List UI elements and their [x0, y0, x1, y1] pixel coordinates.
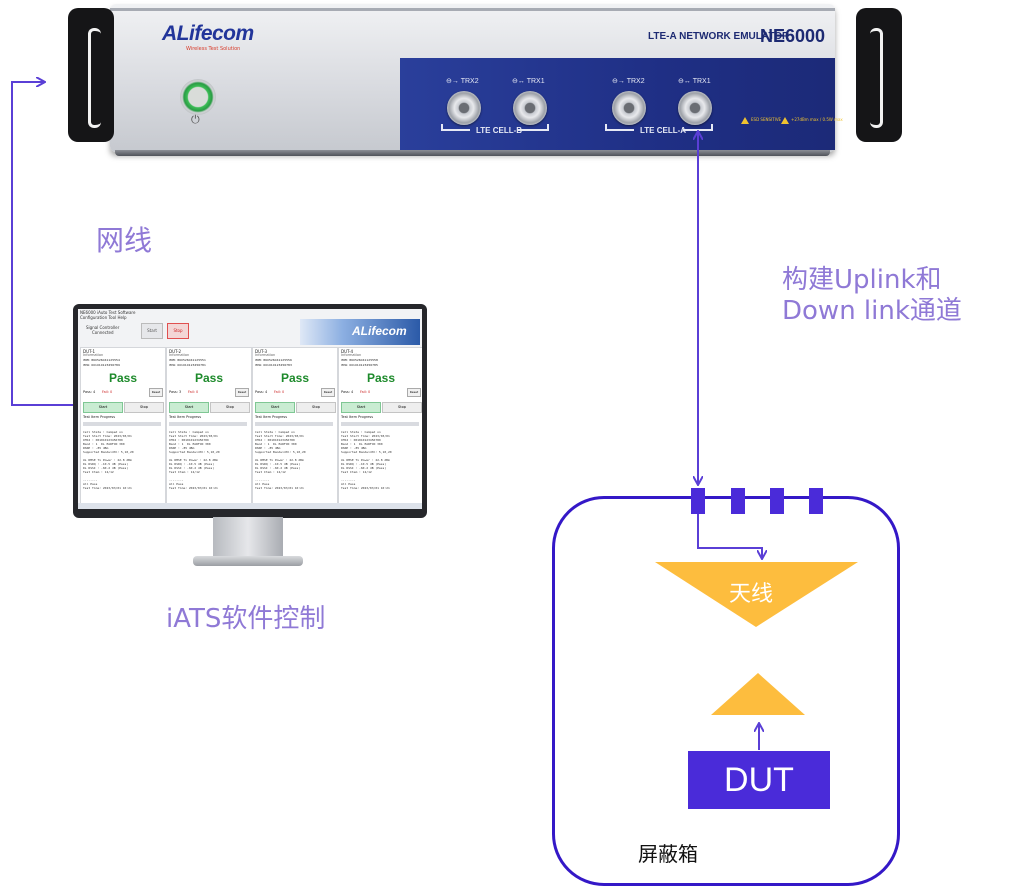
dut-stop-button[interactable]: Stop	[210, 402, 250, 413]
reset-button[interactable]: Reset	[149, 388, 163, 397]
test-log: Cell State : Camped on Test Start Time: …	[255, 430, 306, 490]
rack-handle-right	[856, 8, 902, 142]
port-label-cellb-trx2: ⊖→ TRX2	[446, 78, 479, 85]
cell-label-b: LTE CELL-B	[476, 126, 523, 135]
port-label-cellb-trx1: ⊖↔ TRX1	[512, 78, 545, 85]
shield-box-label: 屏蔽箱	[638, 842, 698, 866]
antenna-triangle	[655, 562, 858, 627]
dut-stop-button[interactable]: Stop	[296, 402, 336, 413]
rf-port-cella-trx1[interactable]	[678, 91, 712, 125]
esd-warning-text: ESD SENSITIVE	[751, 117, 782, 122]
port-label-cella-trx1: ⊖↔ TRX1	[678, 78, 711, 85]
dut-start-button[interactable]: Start	[255, 402, 295, 413]
network-cable-label: 网线	[96, 224, 153, 257]
shield-box	[552, 496, 900, 886]
rf-port-cellb-trx2[interactable]	[447, 91, 481, 125]
reset-button[interactable]: Reset	[407, 388, 421, 397]
dut-device-box: DUT	[688, 751, 830, 809]
app-menu-bar[interactable]: Configuration Tool Help	[80, 315, 127, 320]
reset-button[interactable]: Reset	[321, 388, 335, 397]
dut-panel-1: DUT-1 Information IMEI: 860526041125554 …	[80, 347, 166, 505]
app-window-title: NE6000 iAuto Test Software	[80, 310, 136, 315]
rf-port-cella-trx2[interactable]	[612, 91, 646, 125]
uplink-downlink-label: 构建Uplink和 Down link通道	[782, 265, 962, 326]
global-stop-button[interactable]: Stop	[167, 323, 189, 339]
power-button[interactable]	[180, 79, 216, 115]
os-taskbar	[78, 503, 422, 509]
dut-start-button[interactable]: Start	[341, 402, 381, 413]
brand-logo: ALifecom	[162, 22, 254, 45]
antenna-label: 天线	[729, 582, 774, 607]
app-brand-banner: ALifecom	[300, 319, 420, 345]
reset-button[interactable]: Reset	[235, 388, 249, 397]
iats-software-screen: NE6000 iAuto Test Software Configuration…	[78, 309, 422, 509]
brand-tagline: Wireless Test Solution	[186, 46, 241, 52]
test-log: Cell State : Camped on Test Start Time: …	[169, 430, 220, 490]
dut-start-button[interactable]: Start	[83, 402, 123, 413]
model-subtitle: LTE-A NETWORK EMULATOR	[648, 31, 790, 42]
monitor-stand-foot	[193, 556, 303, 566]
progress-bar	[83, 422, 161, 426]
port-arrow-icon: ⊖↔	[678, 78, 693, 85]
dut-result: Pass	[280, 371, 310, 385]
power-warning-text: +27dBm max / 0.5W max	[791, 117, 843, 122]
shield-rf-port-2	[731, 488, 745, 514]
dut-panel-2: DUT-2 Information IMEI: 860526041125551 …	[166, 347, 252, 505]
network-cable-line	[11, 82, 80, 406]
signal-controller-label: Signal Controller Connected	[86, 325, 120, 335]
dut-result: Pass	[108, 371, 138, 385]
dut-start-button[interactable]: Start	[169, 402, 209, 413]
chassis-bottom-edge	[115, 150, 830, 156]
monitor-stand-neck	[213, 517, 283, 559]
port-label-cella-trx2: ⊖→ TRX2	[612, 78, 645, 85]
cell-label-a: LTE CELL-A	[640, 126, 687, 135]
port-arrow-icon: ⊖↔	[512, 78, 527, 85]
dut-stop-button[interactable]: Stop	[382, 402, 422, 413]
progress-bar	[169, 422, 247, 426]
chassis-top-stripe	[110, 8, 835, 11]
port-arrow-icon: ⊖→	[446, 78, 461, 85]
dut-antenna-triangle	[711, 673, 805, 715]
test-log: Cell State : Camped on Test Start Time: …	[341, 430, 392, 490]
shield-rf-port-4	[809, 488, 823, 514]
dut-stop-button[interactable]: Stop	[124, 402, 164, 413]
model-name: NE6000	[760, 26, 826, 46]
global-start-button[interactable]: Start	[141, 323, 163, 339]
antenna-feed-line	[697, 514, 762, 558]
rf-port-cellb-trx1[interactable]	[513, 91, 547, 125]
progress-bar	[341, 422, 419, 426]
dut-result: Pass	[366, 371, 396, 385]
shield-rf-port-1	[691, 488, 705, 514]
dut-result: Pass	[194, 371, 224, 385]
port-arrow-icon: ⊖→	[612, 78, 627, 85]
power-icon: ⏻	[191, 113, 200, 126]
dut-panel-3: DUT-3 Information IMEI: 860526041125556 …	[252, 347, 338, 505]
rack-handle-left	[68, 8, 114, 142]
shield-rf-port-3	[770, 488, 784, 514]
software-control-label: iATS软件控制	[166, 604, 326, 634]
test-log: Cell State : Camped on Test Start Time: …	[83, 430, 134, 490]
progress-bar	[255, 422, 333, 426]
